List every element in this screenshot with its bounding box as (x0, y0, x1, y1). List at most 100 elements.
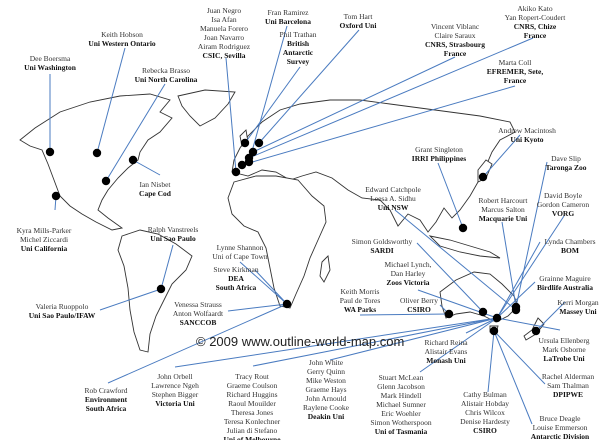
connection-line (437, 162, 464, 229)
location-dot (282, 299, 292, 309)
person-name: Mark Osborne (542, 345, 586, 354)
person-name: Uni of Cape Town (212, 252, 268, 261)
person-name: Joan Navarro (203, 33, 245, 42)
connection-line (252, 317, 498, 367)
person-name: Stuart McLean (378, 373, 424, 382)
connection-line (227, 303, 288, 312)
organization-name: France (443, 49, 467, 58)
organization-name: Antarctic (282, 48, 314, 57)
connection-lines (49, 25, 566, 425)
organization-name: VORG (551, 209, 575, 218)
person-name: Richard Reina (424, 338, 468, 347)
organization-name: SANCCOB (179, 318, 217, 327)
person-name: Tom Hart (343, 12, 373, 21)
connection-line (482, 134, 521, 178)
connection-line (248, 37, 534, 159)
organization-name: France (503, 76, 527, 85)
location-dot (492, 313, 502, 323)
organization-name: Uni California (20, 244, 68, 253)
person-name: Lawrence Ngeh (151, 381, 199, 390)
connection-line (244, 66, 301, 144)
africa (227, 175, 327, 309)
location-dot (237, 160, 247, 170)
location-dot (51, 191, 61, 201)
person-name: Alistair Hobday (460, 399, 510, 408)
person-name: Lynne Shannon (216, 243, 264, 252)
organization-name: SARDI (370, 246, 394, 255)
person-name: Richard Huggins (226, 390, 278, 399)
organization-name: France (523, 31, 547, 40)
person-name: Graeme Coulson (226, 381, 278, 390)
person-name: Raoul Mouilder (228, 399, 276, 408)
person-name: Kyra Mills-Parker (16, 226, 72, 235)
connection-line (258, 29, 360, 144)
connection-line (160, 244, 174, 290)
person-name: Edward Catchpole (365, 185, 421, 194)
organization-name: Victoria Uni (155, 399, 195, 408)
person-name: Airam Rodriguez (197, 42, 251, 51)
person-name: Bruce Deagle (539, 414, 581, 423)
location-dot (45, 147, 55, 157)
person-name: Ralph Vanstreels (147, 225, 199, 234)
person-name: John Orbell (157, 372, 193, 381)
organization-name: CNRS, Chize (513, 22, 557, 31)
person-name: Ursula Ellenberg (538, 336, 590, 345)
person-name: Claire Saraux (434, 31, 476, 40)
connection-line (465, 317, 498, 334)
person-name: Simon Goldsworthy (351, 237, 413, 246)
organization-name: Uni of Melbourne (223, 435, 281, 440)
person-name: Leesa A. Sidhu (370, 194, 416, 203)
eurasia (231, 99, 516, 233)
organization-name: LaTrobe Uni (543, 354, 585, 363)
organization-name: South Africa (85, 404, 127, 413)
connection-line (132, 159, 161, 176)
connection-line (96, 47, 126, 154)
person-name: Steve Kirkman (213, 265, 259, 274)
person-name: Glenn Jacobson (377, 382, 425, 391)
person-name: Mike Weston (306, 376, 346, 385)
organization-name: Massey Uni (559, 307, 597, 316)
person-name: Teresa Konlechner (223, 417, 281, 426)
connection-line (174, 317, 498, 368)
organization-name: Environment (84, 395, 128, 404)
location-dot (240, 138, 250, 148)
organization-name: Survey (286, 57, 310, 66)
person-name: Mark Hindell (380, 391, 422, 400)
organization-name: DPIPWE (553, 390, 583, 399)
organization-name: Uni NSW (377, 203, 409, 212)
location-dot (92, 148, 102, 158)
connection-line (239, 261, 288, 305)
greenland (177, 89, 236, 127)
person-name: Grainne Maguire (539, 274, 591, 283)
connection-line (252, 56, 456, 153)
location-dot (231, 167, 241, 177)
organization-name: Uni North Carolina (134, 75, 198, 84)
person-name: Ian Nisbet (139, 180, 171, 189)
location-dot (248, 147, 258, 157)
person-name: Chris Wilcox (465, 408, 505, 417)
connection-line (493, 330, 546, 385)
organization-name: Uni Sao Paulo/IFAW (28, 311, 96, 320)
person-name: Michael Sumner (376, 400, 426, 409)
